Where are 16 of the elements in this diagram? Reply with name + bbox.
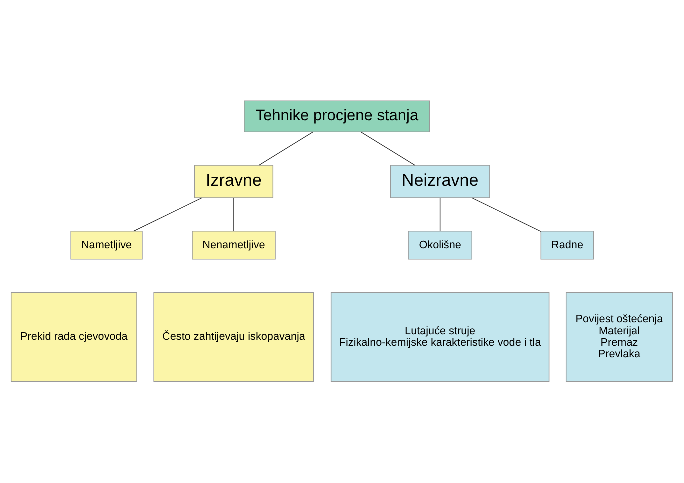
node-box: Nametljive bbox=[70, 231, 143, 260]
connector bbox=[134, 198, 202, 232]
node-box: Izravne bbox=[194, 165, 274, 198]
node-box: Radne bbox=[540, 231, 594, 260]
connector bbox=[440, 198, 441, 232]
node-box: Često zahtijevaju iskopavanja bbox=[154, 292, 314, 382]
node-box: Neizravne bbox=[390, 165, 490, 198]
connector bbox=[258, 132, 314, 166]
node-box: Povijest oštećenja Materijal Premaz Prevlaka bbox=[566, 292, 674, 382]
node-box: Nenametljive bbox=[192, 231, 276, 260]
node-box: Lutajuće struje Fizikalno-kemijske karakteristike vode i tla bbox=[330, 292, 550, 382]
node-box: Prekid rada cjevovoda bbox=[10, 292, 138, 382]
node-box: Tehnike procjene stanja bbox=[244, 100, 430, 133]
connector bbox=[472, 198, 542, 232]
node-box: Okolišne bbox=[408, 231, 472, 260]
connector bbox=[360, 132, 416, 166]
